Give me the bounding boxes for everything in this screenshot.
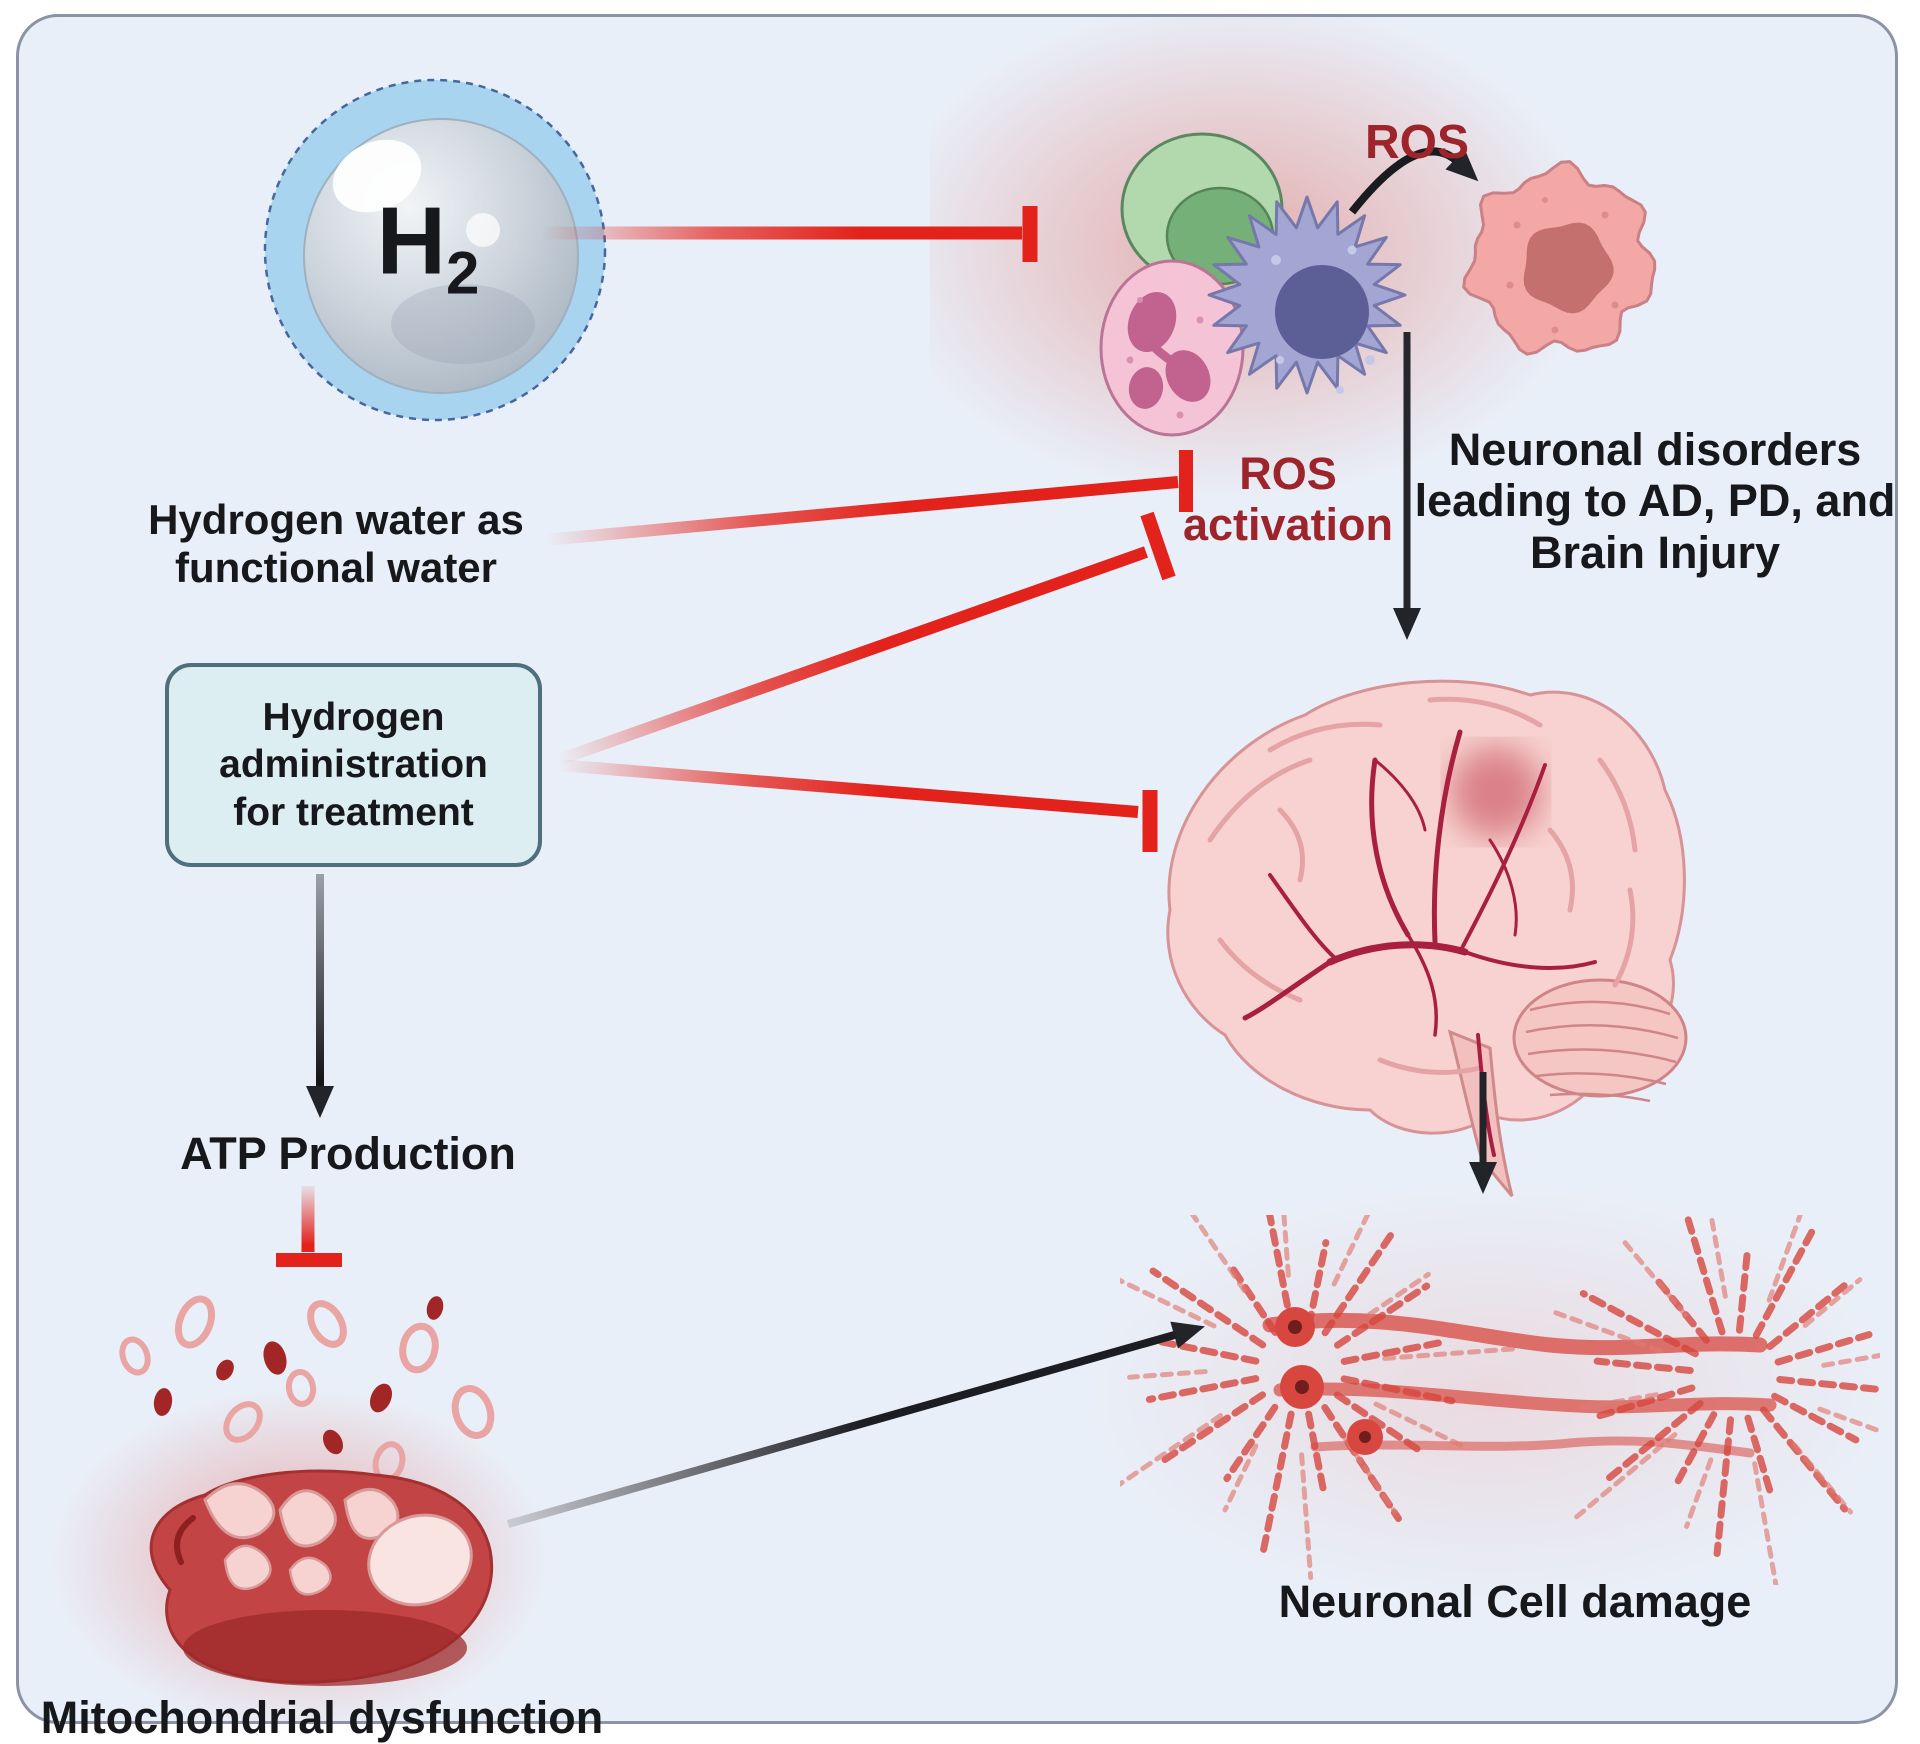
atp-production-label: ATP Production xyxy=(180,1128,516,1179)
neuronal-disorders-label: Neuronal disorders leading to AD, PD, an… xyxy=(1414,424,1896,578)
hydrogen-treatment-box: Hydrogen administration for treatment xyxy=(165,663,542,867)
mitochondrial-dysfunction-label: Mitochondrial dysfunction xyxy=(40,1692,604,1743)
ros-release-arrow xyxy=(1348,147,1479,215)
mitochondria-to-neuron-arrow xyxy=(506,1321,1205,1528)
immune-cell-cluster-icon xyxy=(1099,132,1407,437)
h2-label: H2 xyxy=(376,187,480,307)
h2-bubble-icon xyxy=(263,78,607,422)
neuronal-cell-damage-label: Neuronal Cell damage xyxy=(1278,1576,1752,1627)
ros-activation-label: ROS activation xyxy=(1182,448,1394,551)
activated-cell-nucleus xyxy=(1523,222,1614,314)
inhibition-arrow-treatment-to-ros xyxy=(555,511,1176,766)
mitochondria-fragments xyxy=(119,1295,495,1483)
neuron-dendrites-right xyxy=(1550,1215,1880,1585)
damaged-neuron-icon xyxy=(1120,1215,1880,1585)
mitochondria-icon xyxy=(119,1295,495,1686)
inhibition-arrow-atp-to-mitochondria xyxy=(276,1186,342,1267)
inhibition-arrow-water-to-ros xyxy=(544,450,1193,546)
neuron-dendrites-left xyxy=(1120,1215,1517,1581)
hydrogen-water-label: Hydrogen water as functional water xyxy=(148,496,524,591)
brain-icon xyxy=(1166,679,1688,1197)
inhibition-arrow-h2-to-cells xyxy=(540,206,1038,262)
ros-top-label: ROS xyxy=(1364,116,1470,169)
activated-cell-icon xyxy=(1462,160,1657,356)
inhibition-arrow-treatment-to-brain xyxy=(557,759,1158,852)
